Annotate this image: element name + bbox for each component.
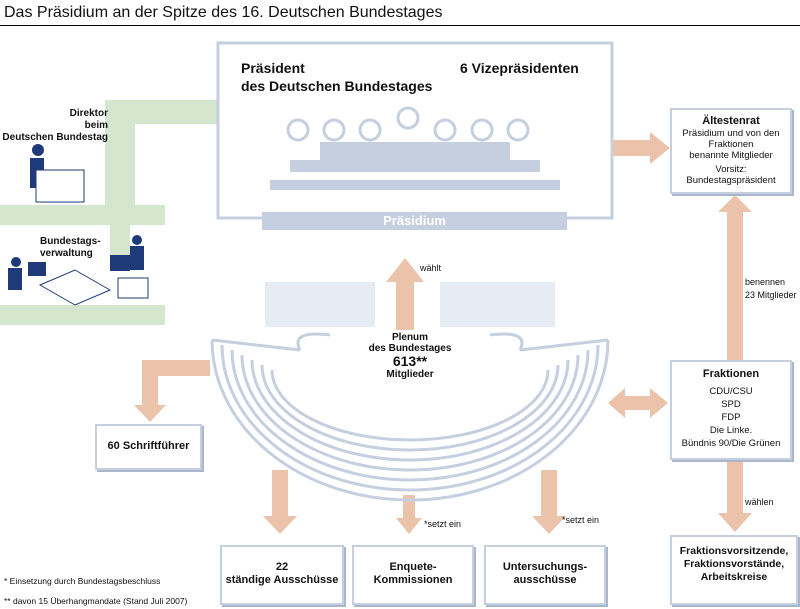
arrows	[134, 132, 752, 534]
arrow-enquete	[396, 495, 422, 534]
admin-band	[0, 100, 220, 325]
arrow-fraktionen	[608, 388, 668, 418]
arrow-untersuchung	[532, 470, 566, 534]
schriftfuehrer-box: 60 Schriftführer	[95, 424, 202, 470]
title-rule	[0, 25, 800, 26]
fraktionsvorsitz-box: Fraktionsvorsitzende,Fraktionsvorstände,…	[670, 535, 798, 605]
gallery-seats	[265, 282, 555, 327]
arrow-waehlen	[718, 460, 752, 532]
arrow-aeltestenrat	[612, 132, 670, 164]
president-label-2: des Deutschen Bundestages	[241, 78, 433, 94]
setzt-ein-label-1: *setzt ein	[424, 519, 462, 529]
waehlt-label: wählt	[420, 263, 442, 273]
footnote-1: * Einsetzung durch Bundestagsbeschluss	[4, 576, 161, 586]
staff-illustration	[8, 144, 149, 306]
presidium-bench	[262, 106, 567, 230]
setzt-ein-label-2: *setzt ein	[562, 515, 600, 525]
arrow-schriftfuehrer	[134, 360, 210, 422]
waehlen-label: wählen	[745, 497, 774, 507]
presidium-bench-label: Präsidium	[383, 213, 446, 228]
footnote-2: ** davon 15 Überhangmandate (Stand Juli …	[4, 596, 188, 606]
arrow-benennen	[718, 195, 752, 360]
president-label: Präsident	[241, 60, 305, 76]
plenum-seats	[210, 332, 610, 502]
vice-presidents-label: 6 Vizepräsidenten	[460, 60, 579, 76]
untersuchung-box: Untersuchungs-ausschüsse	[484, 545, 606, 605]
arrow-ausschuesse	[263, 470, 297, 534]
page-title: Das Präsidium an der Spitze des 16. Deut…	[4, 4, 443, 21]
arrow-waehlt	[386, 258, 424, 330]
enquete-box: Enquete-Kommissionen	[352, 545, 474, 605]
verwaltung-label: Bundestags-verwaltung	[40, 236, 101, 259]
